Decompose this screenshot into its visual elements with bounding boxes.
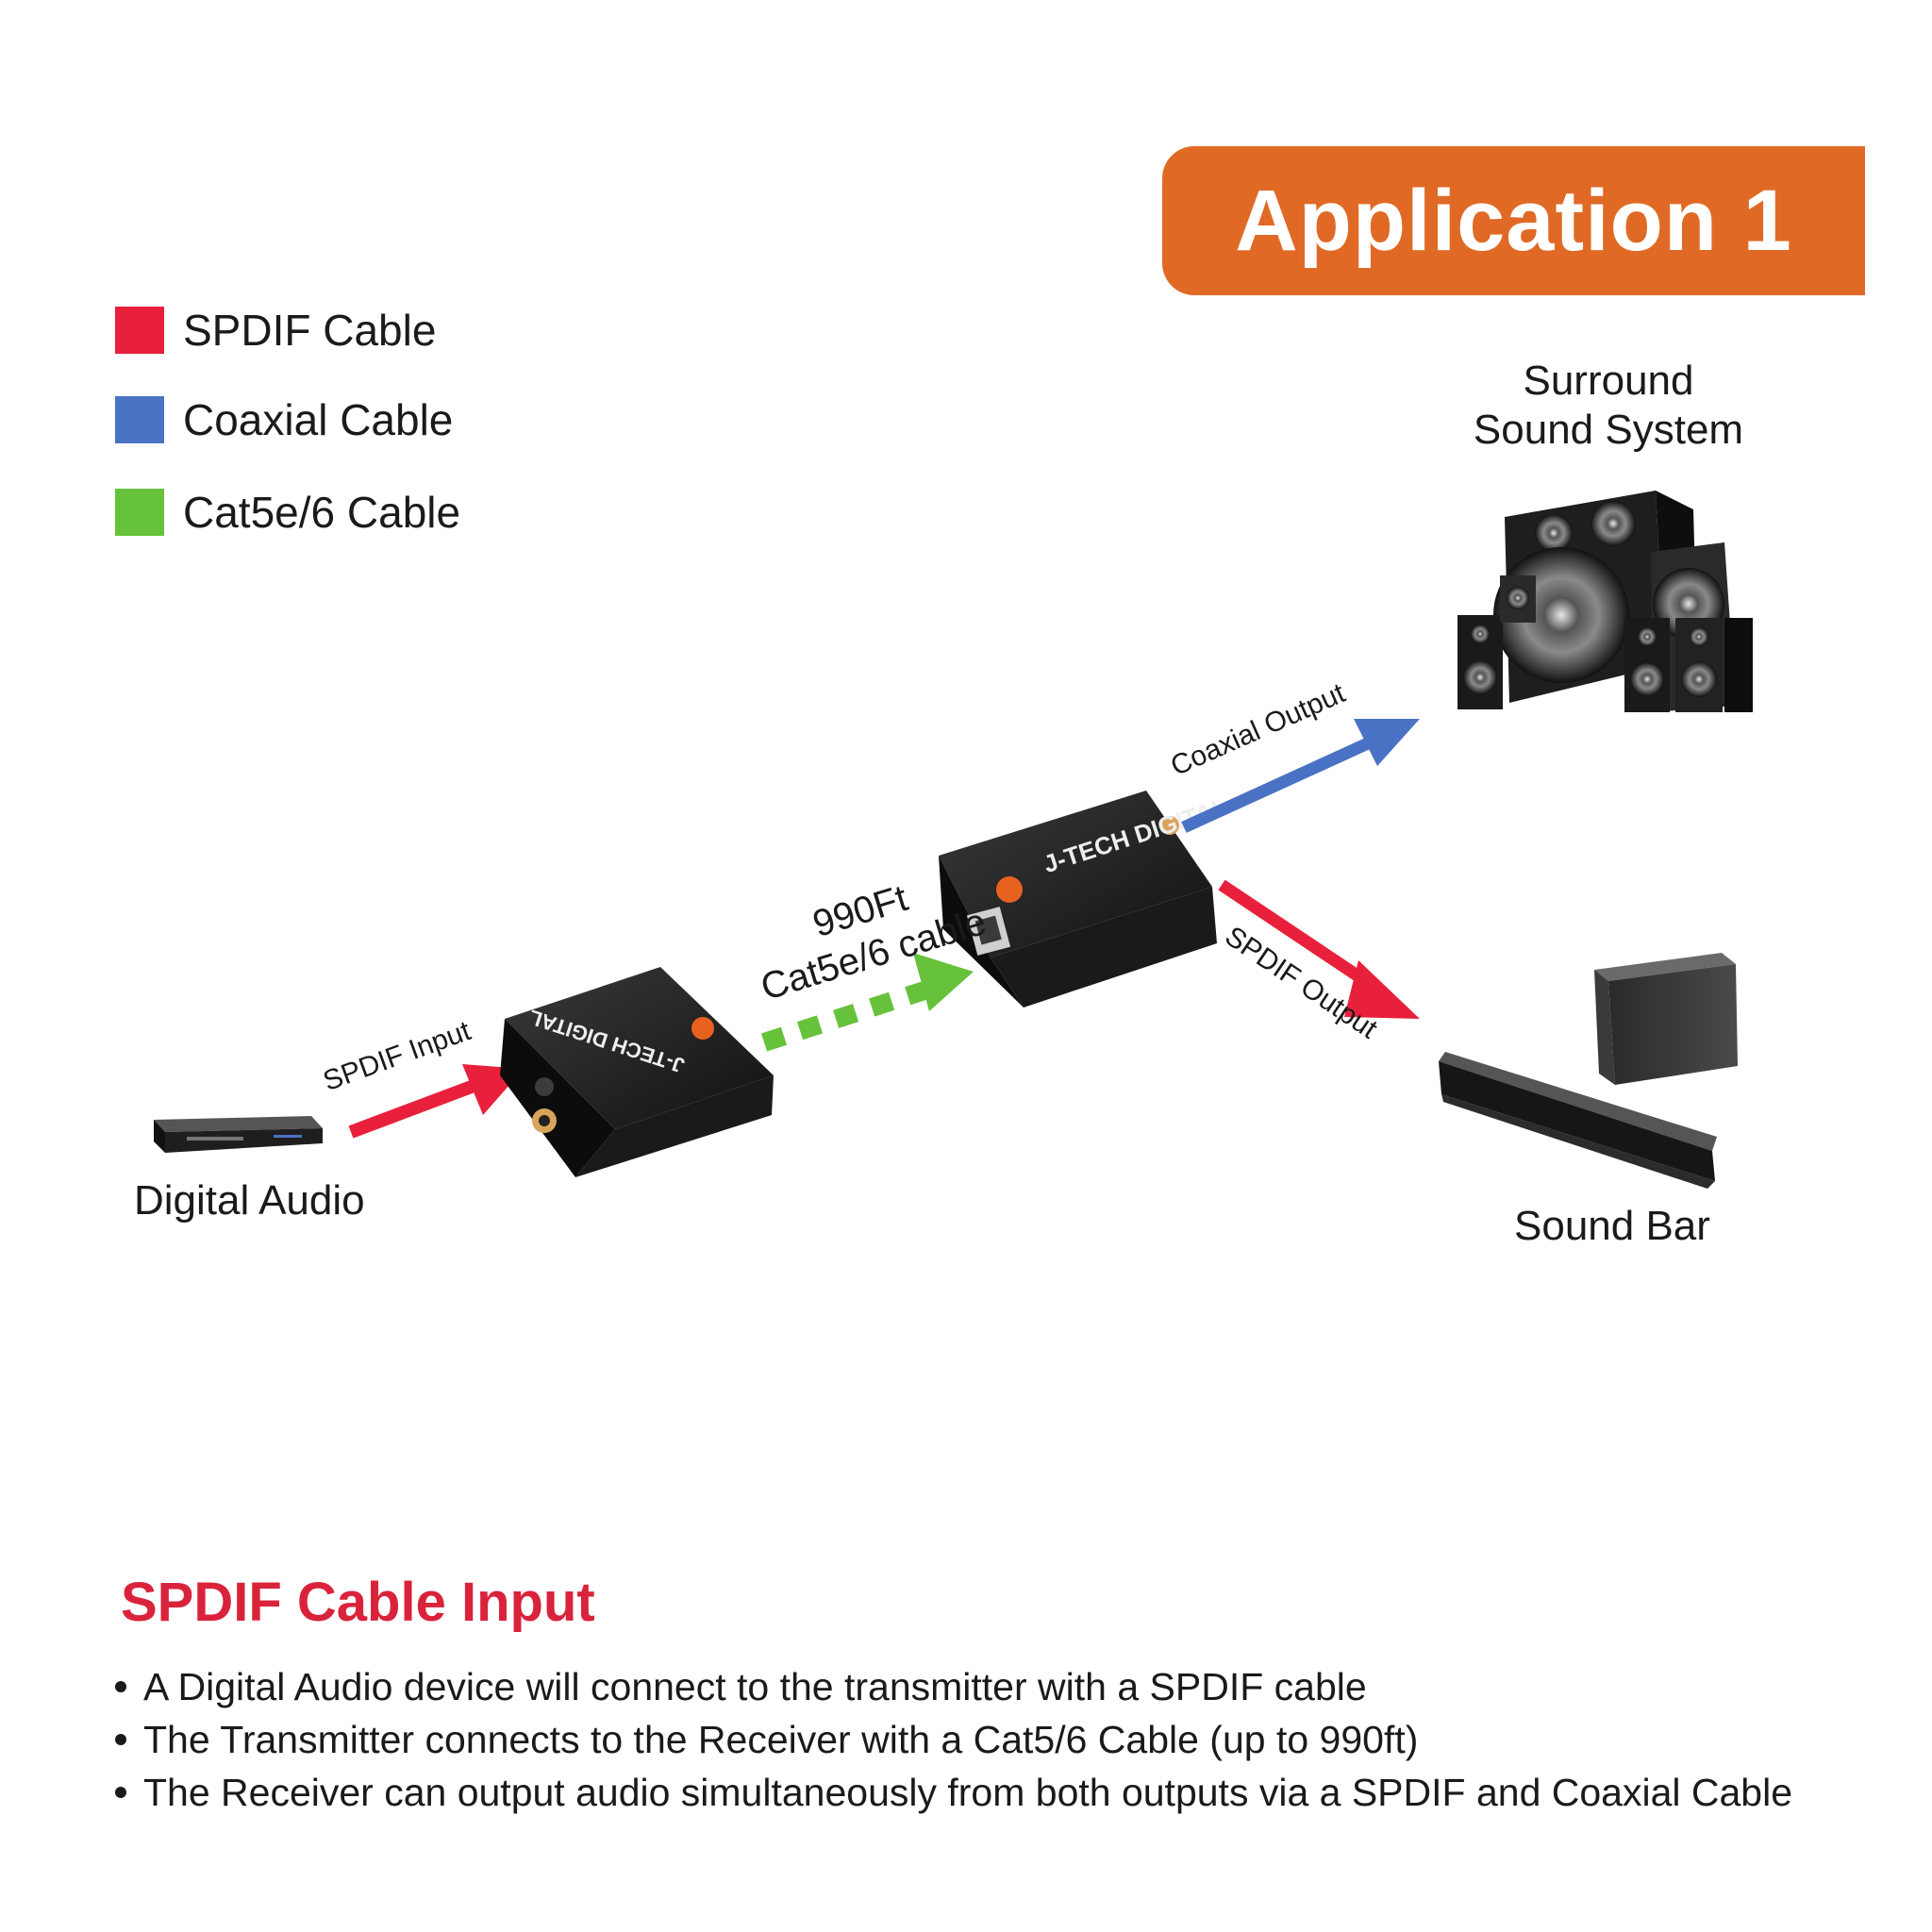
legend-item-cat: Cat5e/6 Cable [115,484,460,541]
legend-item-coaxial: Coaxial Cable [115,391,453,448]
legend-swatch-spdif [115,307,164,354]
bullet-text: The Transmitter connects to the Receiver… [143,1718,1419,1761]
legend-label: Coaxial Cable [183,395,454,444]
legend-label: Cat5e/6 Cable [183,488,461,537]
bullet-dot [115,1734,126,1745]
transmitter-device: J-TECH DIGITAL [500,967,774,1177]
coax-output-arrow [1181,719,1420,833]
bluray-player-icon [154,1116,323,1153]
surround-speakers-icon [1457,491,1753,712]
soundbar-icon [1439,953,1738,1189]
spdif-output-arrow [1218,879,1420,1019]
source-label: Digital Audio [134,1177,365,1224]
surround-label-line2: Sound System [1473,407,1744,453]
bullet-item: The Transmitter connects to the Receiver… [115,1713,1792,1766]
application-banner: Application 1 [1162,146,1865,295]
bullet-dot [115,1787,126,1798]
cat-cable-arrow [760,953,974,1052]
bullet-text: The Receiver can output audio simultaneo… [143,1771,1793,1814]
banner-title: Application 1 [1235,172,1792,269]
bullet-text: A Digital Audio device will connect to t… [143,1665,1367,1708]
bullet-item: The Receiver can output audio simultaneo… [115,1766,1792,1819]
legend-swatch-coaxial [115,396,164,443]
section-title: SPDIF Cable Input [121,1572,595,1633]
bullet-item: A Digital Audio device will connect to t… [115,1660,1792,1713]
surround-label-line1: Surround [1523,358,1694,404]
legend-swatch-cat [115,489,164,536]
soundbar-label: Sound Bar [1514,1203,1710,1249]
surround-label: Surround Sound System [1453,357,1764,455]
bullet-list: A Digital Audio device will connect to t… [115,1660,1792,1819]
bullet-dot [115,1681,126,1692]
legend-label: SPDIF Cable [183,306,437,355]
legend-item-spdif: SPDIF Cable [115,302,436,358]
